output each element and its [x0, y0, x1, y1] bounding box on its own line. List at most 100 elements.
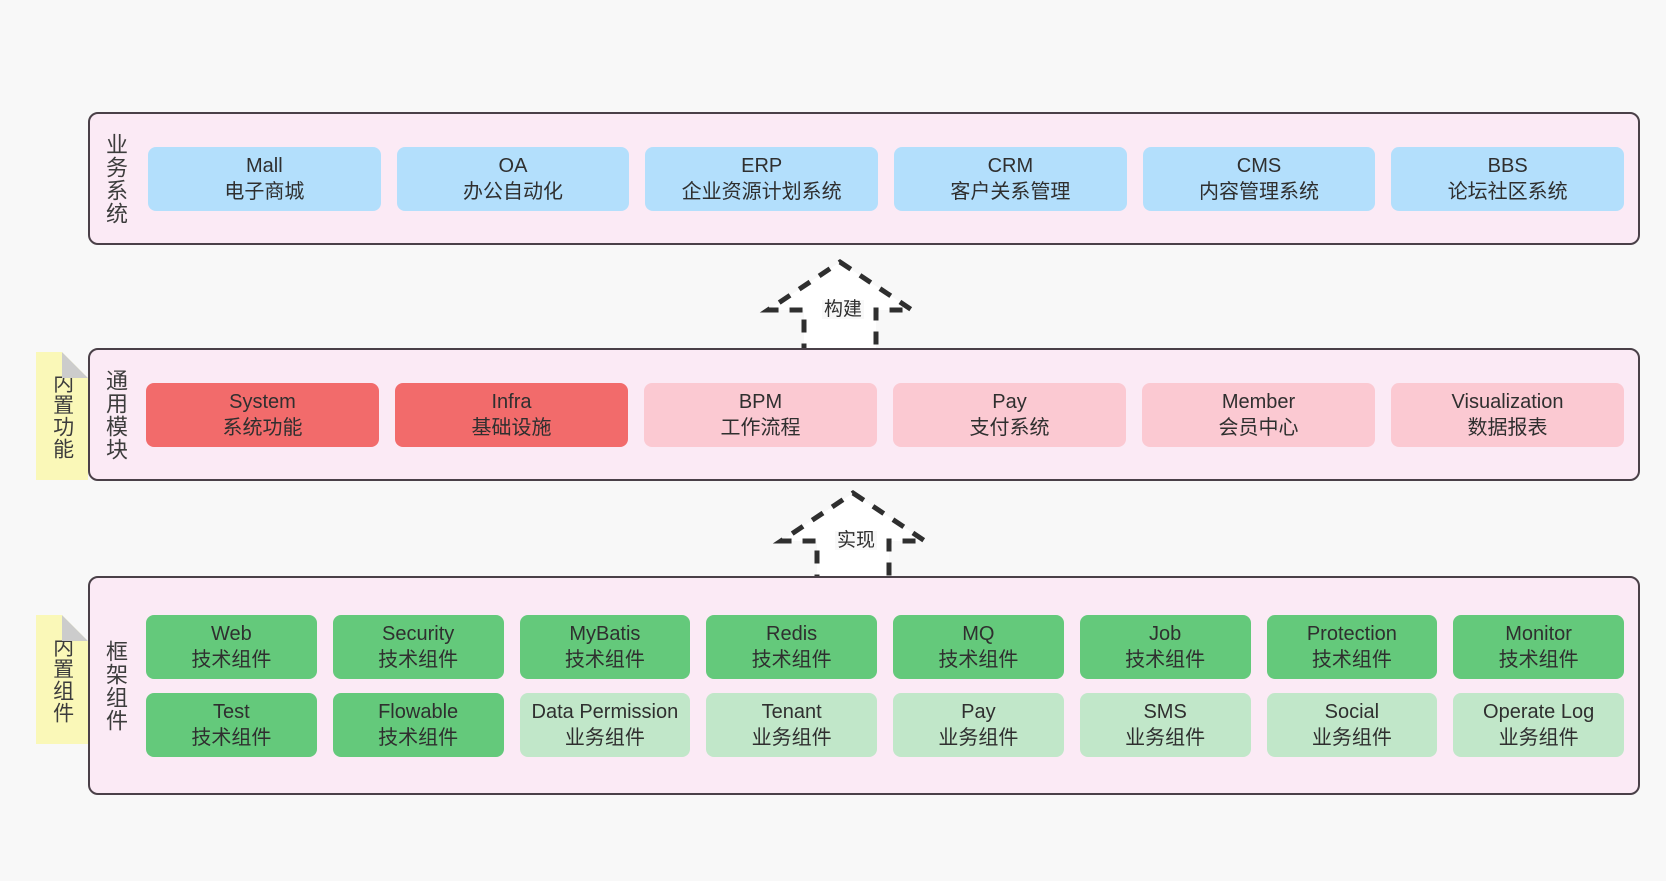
node-mq-cn: 技术组件 [938, 648, 1019, 671]
node-data-permission-cn: 业务组件 [564, 726, 645, 749]
band-body-framework: Web 技术组件 Security 技术组件 MyBatis 技术组件 Redi… [140, 578, 1638, 793]
band-title-common: 通用模块 [102, 368, 128, 461]
node-protection-cn: 技术组件 [1311, 648, 1392, 671]
node-system-cn: 系统功能 [222, 416, 303, 439]
arrow-implement: 实现 [772, 489, 934, 590]
common-row: System 系统功能 Infra 基础设施 BPM 工作流程 Pay 支付系统… [146, 382, 1624, 447]
node-mybatis[interactable]: MyBatis 技术组件 [519, 614, 691, 679]
node-test[interactable]: Test 技术组件 [146, 692, 317, 757]
node-mq[interactable]: MQ 技术组件 [893, 614, 1064, 679]
node-test-cn: 技术组件 [191, 726, 272, 749]
node-bbs-en: BBS [1487, 154, 1528, 177]
node-redis-en: Redis [766, 622, 818, 645]
node-system-en: System [229, 390, 296, 413]
node-member-en: Member [1221, 390, 1296, 413]
node-web-en: Web [210, 622, 252, 645]
node-flowable-en: Flowable [378, 700, 459, 723]
note-builtin-components: 内置组件 [36, 615, 88, 744]
node-member-cn: 会员中心 [1218, 416, 1299, 439]
note-builtin-components-label: 内置组件 [50, 635, 74, 724]
node-mq-en: MQ [962, 622, 995, 645]
node-data-permission-en: Data Permission [531, 700, 679, 723]
node-flowable-cn: 技术组件 [378, 726, 459, 749]
node-infra-en: Infra [491, 390, 532, 413]
node-redis[interactable]: Redis 技术组件 [706, 614, 877, 679]
node-pay-component-cn: 业务组件 [938, 726, 1019, 749]
node-mall[interactable]: Mall 电子商城 [148, 146, 381, 211]
node-pay-component-en: Pay [961, 700, 996, 723]
node-oa[interactable]: OA 办公自动化 [396, 146, 630, 211]
node-mybatis-cn: 技术组件 [564, 648, 645, 671]
node-protection[interactable]: Protection 技术组件 [1266, 614, 1438, 679]
node-pay-module[interactable]: Pay 支付系统 [893, 382, 1126, 447]
node-pay-module-cn: 支付系统 [969, 416, 1050, 439]
framework-row-2: Test 技术组件 Flowable 技术组件 Data Permission … [146, 692, 1624, 757]
node-security[interactable]: Security 技术组件 [332, 614, 504, 679]
arrow-build-label: 构建 [822, 299, 865, 320]
node-cms-cn: 内容管理系统 [1199, 180, 1320, 203]
node-web[interactable]: Web 技术组件 [146, 614, 317, 679]
node-erp[interactable]: ERP 企业资源计划系统 [645, 146, 879, 211]
node-monitor-cn: 技术组件 [1498, 648, 1579, 671]
node-visualization-cn: 数据报表 [1467, 416, 1548, 439]
node-social-cn: 业务组件 [1311, 726, 1392, 749]
node-sms-en: SMS [1143, 700, 1187, 723]
node-oa-cn: 办公自动化 [463, 180, 563, 203]
node-protection-en: Protection [1306, 622, 1397, 645]
node-web-cn: 技术组件 [191, 648, 272, 671]
node-crm-cn: 客户关系管理 [950, 180, 1071, 203]
node-operate-log[interactable]: Operate Log 业务组件 [1453, 692, 1624, 757]
node-cms[interactable]: CMS 内容管理系统 [1142, 146, 1376, 211]
node-social[interactable]: Social 业务组件 [1266, 692, 1438, 757]
node-crm[interactable]: CRM 客户关系管理 [894, 146, 1127, 211]
node-visualization[interactable]: Visualization 数据报表 [1391, 382, 1624, 447]
node-job-cn: 技术组件 [1125, 648, 1206, 671]
node-data-permission[interactable]: Data Permission 业务组件 [519, 692, 691, 757]
note-builtin-functions: 内置功能 [36, 352, 88, 480]
band-common-modules: 通用模块 System 系统功能 Infra 基础设施 BPM 工作流程 Pay… [88, 348, 1640, 481]
node-mall-cn: 电子商城 [224, 180, 305, 203]
node-security-cn: 技术组件 [378, 648, 459, 671]
node-bbs[interactable]: BBS 论坛社区系统 [1391, 146, 1625, 211]
node-operate-log-cn: 业务组件 [1498, 726, 1579, 749]
node-bpm-cn: 工作流程 [720, 416, 801, 439]
node-erp-en: ERP [741, 154, 783, 177]
note-builtin-functions-label: 内置功能 [50, 372, 74, 460]
node-redis-cn: 技术组件 [751, 648, 832, 671]
node-sms-cn: 业务组件 [1125, 726, 1206, 749]
arrow-build: 构建 [759, 258, 921, 359]
node-cms-en: CMS [1236, 154, 1282, 177]
node-job-en: Job [1149, 622, 1182, 645]
node-monitor[interactable]: Monitor 技术组件 [1453, 614, 1624, 679]
node-system[interactable]: System 系统功能 [146, 382, 379, 447]
node-tenant-cn: 业务组件 [751, 726, 832, 749]
node-security-en: Security [382, 622, 455, 645]
note-fold-icon [62, 352, 88, 378]
band-business-systems: 业务系统 Mall 电子商城 OA 办公自动化 ERP 企业资源计划系统 CRM… [88, 112, 1640, 245]
node-bpm[interactable]: BPM 工作流程 [644, 382, 877, 447]
business-row: Mall 电子商城 OA 办公自动化 ERP 企业资源计划系统 CRM 客户关系… [148, 146, 1625, 211]
node-pay-module-en: Pay [992, 390, 1027, 413]
node-pay-component[interactable]: Pay 业务组件 [893, 692, 1064, 757]
node-infra[interactable]: Infra 基础设施 [395, 382, 628, 447]
node-sms[interactable]: SMS 业务组件 [1079, 692, 1251, 757]
node-bpm-en: BPM [738, 390, 783, 413]
node-mall-en: Mall [246, 154, 283, 177]
node-visualization-en: Visualization [1451, 390, 1564, 413]
node-member[interactable]: Member 会员中心 [1142, 382, 1375, 447]
node-flowable[interactable]: Flowable 技术组件 [332, 692, 504, 757]
node-tenant[interactable]: Tenant 业务组件 [706, 692, 877, 757]
node-social-en: Social [1324, 700, 1380, 723]
band-body-business: Mall 电子商城 OA 办公自动化 ERP 企业资源计划系统 CRM 客户关系… [140, 114, 1638, 243]
node-job[interactable]: Job 技术组件 [1079, 614, 1251, 679]
band-framework-components: 框架组件 Web 技术组件 Security 技术组件 MyBatis 技术组件… [88, 576, 1640, 795]
arrow-implement-label: 实现 [835, 530, 878, 551]
node-tenant-en: Tenant [761, 700, 822, 723]
node-erp-cn: 企业资源计划系统 [681, 180, 842, 203]
band-title-framework: 框架组件 [102, 639, 128, 732]
framework-row-1: Web 技术组件 Security 技术组件 MyBatis 技术组件 Redi… [146, 614, 1624, 679]
node-crm-en: CRM [987, 154, 1034, 177]
node-oa-en: OA [498, 154, 528, 177]
note-fold-icon [62, 615, 88, 641]
